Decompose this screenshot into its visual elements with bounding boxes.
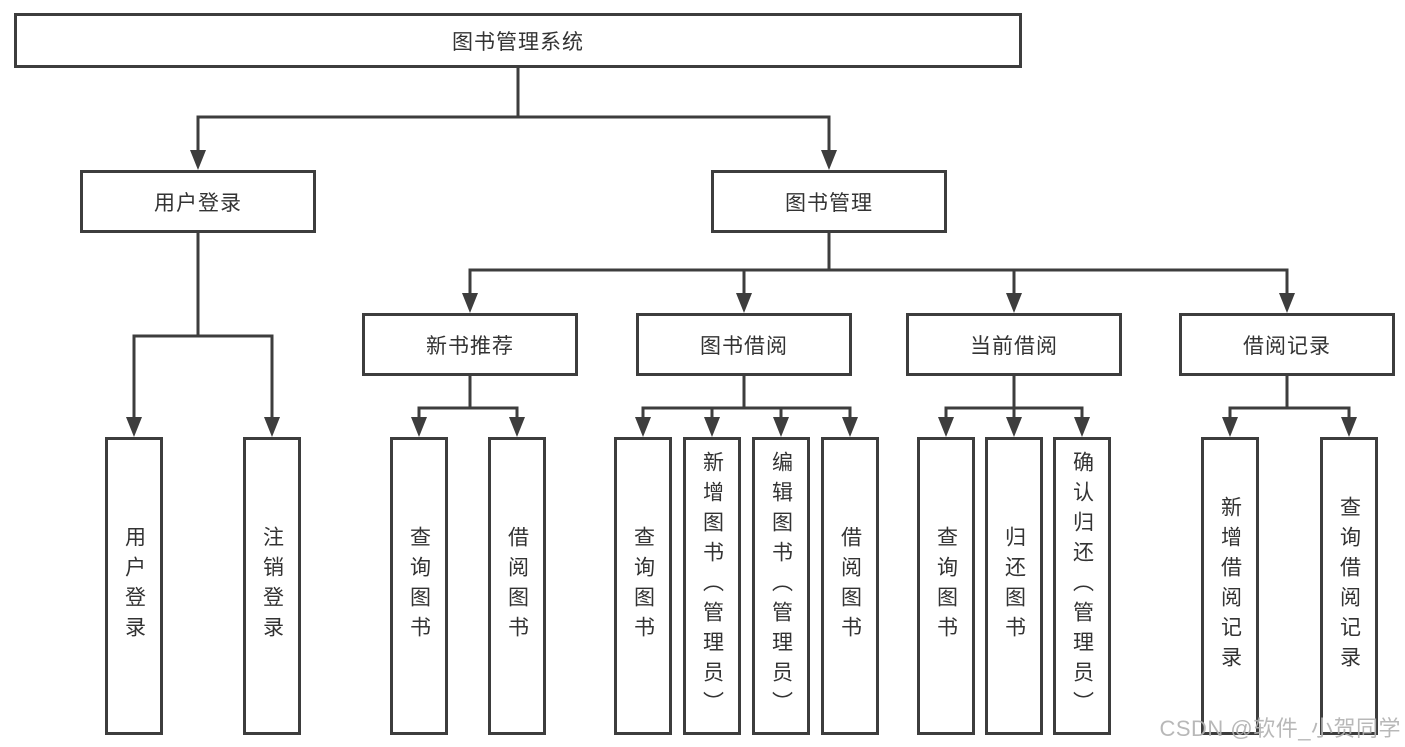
- arrowhead: [126, 417, 142, 437]
- node-label: 查询图书: [631, 526, 655, 646]
- node-new-book-recommend: 新书推荐: [362, 313, 578, 376]
- edge-newrec-to-leaves: [417, 376, 519, 419]
- node-label: 查询图书: [934, 526, 958, 646]
- node-current-borrow: 当前借阅: [906, 313, 1122, 376]
- node-label: 借阅图书: [505, 526, 529, 646]
- node-label: 用户登录: [154, 191, 242, 215]
- arrowhead: [821, 150, 837, 170]
- arrowhead: [736, 293, 752, 313]
- arrowhead: [411, 417, 427, 437]
- leaf-query-books-3: 查询图书: [917, 437, 975, 735]
- node-user-login: 用户登录: [80, 170, 316, 233]
- node-label: 查询借阅记录: [1337, 496, 1361, 676]
- leaf-user-login: 用户登录: [105, 437, 163, 735]
- node-label: 用户登录: [122, 526, 146, 646]
- arrowhead: [509, 417, 525, 437]
- leaf-query-borrow-record: 查询借阅记录: [1320, 437, 1378, 735]
- watermark: CSDN @软件_小贺同学: [1159, 716, 1401, 741]
- edge-userlogin-to-leaves: [132, 233, 274, 419]
- node-label: 图书借阅: [700, 334, 788, 358]
- node-borrow-records: 借阅记录: [1179, 313, 1395, 376]
- node-book-borrow: 图书借阅: [636, 313, 852, 376]
- node-label: 借阅图书: [838, 526, 862, 646]
- edge-bookmgmt-to-level3: [468, 233, 1289, 295]
- node-label: 编辑图书（管理员）: [769, 451, 793, 721]
- arrowhead: [190, 150, 206, 170]
- leaf-confirm-return-admin: 确认归还（管理员）: [1053, 437, 1111, 735]
- node-label: 图书管理系统: [452, 30, 584, 54]
- node-label: 新书推荐: [426, 334, 514, 358]
- arrowhead: [842, 417, 858, 437]
- leaf-return-book: 归还图书: [985, 437, 1043, 735]
- leaf-borrow-books-1: 借阅图书: [488, 437, 546, 735]
- leaf-logout: 注销登录: [243, 437, 301, 735]
- edge-currentborrow-to-leaves: [944, 376, 1084, 419]
- node-library-management-system: 图书管理系统: [14, 13, 1022, 68]
- leaf-query-books-1: 查询图书: [390, 437, 448, 735]
- node-label: 查询图书: [407, 526, 431, 646]
- leaf-add-book-admin: 新增图书（管理员）: [683, 437, 741, 735]
- arrowhead: [1006, 293, 1022, 313]
- arrowhead: [1222, 417, 1238, 437]
- arrowhead: [462, 293, 478, 313]
- arrowhead: [938, 417, 954, 437]
- arrowhead: [773, 417, 789, 437]
- arrowhead: [1341, 417, 1357, 437]
- arrowhead: [635, 417, 651, 437]
- node-label: 当前借阅: [970, 334, 1058, 358]
- arrowhead: [1279, 293, 1295, 313]
- arrowhead: [1006, 417, 1022, 437]
- node-book-management: 图书管理: [711, 170, 947, 233]
- node-label: 新增图书（管理员）: [700, 451, 724, 721]
- node-label: 新增借阅记录: [1218, 496, 1242, 676]
- node-label: 归还图书: [1002, 526, 1026, 646]
- arrowhead: [704, 417, 720, 437]
- leaf-query-books-2: 查询图书: [614, 437, 672, 735]
- edge-bookborrow-to-leaves: [641, 376, 852, 419]
- leaf-borrow-books-2: 借阅图书: [821, 437, 879, 735]
- node-label: 借阅记录: [1243, 334, 1331, 358]
- arrowhead: [1074, 417, 1090, 437]
- leaf-add-borrow-record: 新增借阅记录: [1201, 437, 1259, 735]
- edge-records-to-leaves: [1228, 376, 1351, 419]
- edge-root-to-level2: [196, 68, 831, 152]
- node-label: 确认归还（管理员）: [1070, 451, 1094, 721]
- connector-edges: [132, 68, 1351, 419]
- node-label: 注销登录: [260, 526, 284, 646]
- node-label: 图书管理: [785, 191, 873, 215]
- connector-arrowheads: [126, 150, 1357, 437]
- leaf-edit-book-admin: 编辑图书（管理员）: [752, 437, 810, 735]
- arrowhead: [264, 417, 280, 437]
